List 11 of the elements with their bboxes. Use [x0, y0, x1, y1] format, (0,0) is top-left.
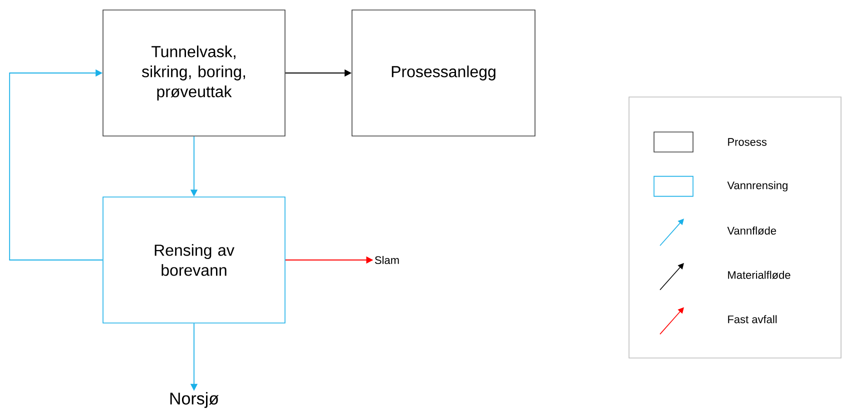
process-box: Prosessanlegg — [352, 10, 536, 136]
water-treatment-box: Rensing av borevann — [102, 196, 286, 324]
output-label: Slam — [374, 256, 399, 264]
arrow — [9, 69, 104, 260]
legend-label: Prosess — [728, 138, 767, 146]
process-box: Tunnelvask, sikring, boring, prøveuttak — [102, 10, 286, 136]
legend-label: Fast avfall — [728, 315, 777, 324]
legend-label: Vannfløde — [727, 226, 776, 235]
legend-label: Materialfløde — [728, 270, 790, 279]
destination-label: Norsjø — [170, 392, 219, 408]
legend-label: Vannrensing — [727, 181, 788, 192]
